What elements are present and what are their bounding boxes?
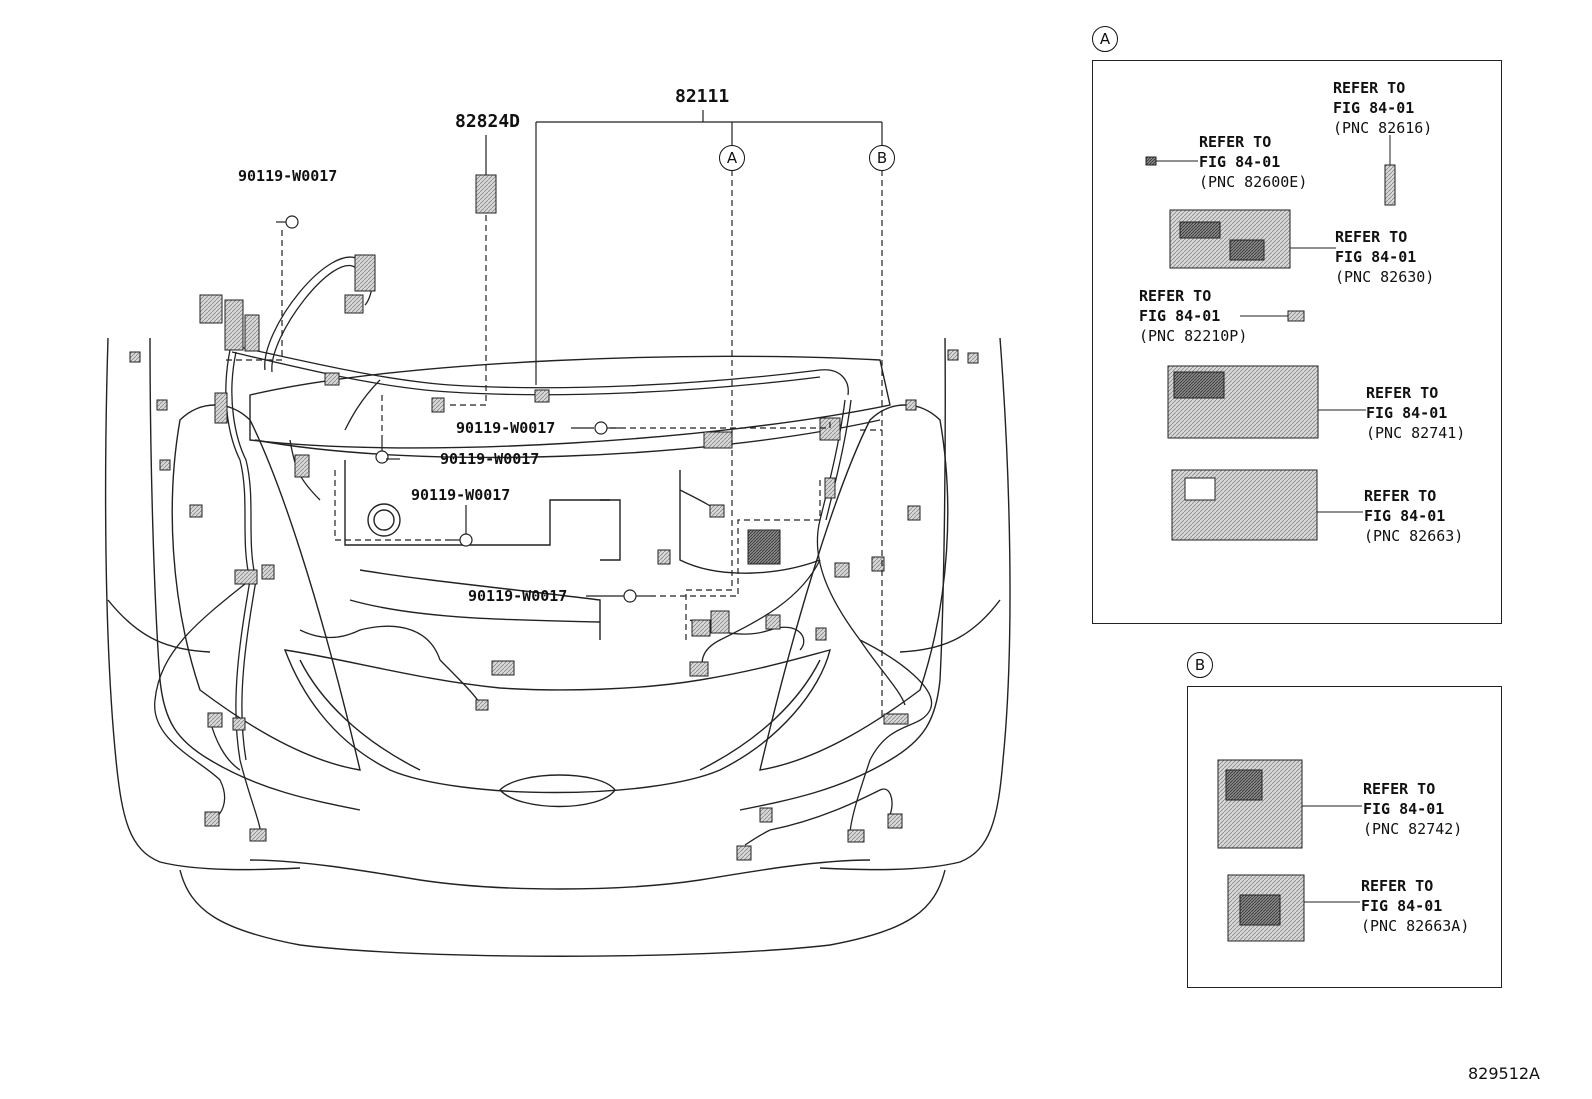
bolt-label: 90119-W0017 <box>440 450 540 468</box>
ref-line1: REFER TO <box>1335 228 1408 246</box>
inset-b-marker: B <box>1187 652 1213 678</box>
ref-pnc: (PNC 82742) <box>1363 820 1463 838</box>
inset-a-ref-82600e: REFER TO FIG 84-01 (PNC 82600E) <box>1199 132 1307 192</box>
bolt-label: 90119-W0017 <box>238 167 338 185</box>
ref-line1: REFER TO <box>1361 877 1434 895</box>
ref-line2: FIG 84-01 <box>1199 153 1281 171</box>
ref-line2: FIG 84-01 <box>1361 897 1443 915</box>
ref-pnc: (PNC 82741) <box>1366 424 1466 442</box>
ref-line1: REFER TO <box>1364 487 1437 505</box>
ref-line1: REFER TO <box>1366 384 1439 402</box>
inset-a-ref-82663: REFER TO FIG 84-01 (PNC 82663) <box>1364 486 1463 546</box>
inset-a-ref-82630: REFER TO FIG 84-01 (PNC 82630) <box>1335 227 1434 287</box>
ref-pnc: (PNC 82616) <box>1333 119 1433 137</box>
ref-line2: FIG 84-01 <box>1335 248 1417 266</box>
ref-pnc: (PNC 82630) <box>1335 268 1435 286</box>
ref-line2: FIG 84-01 <box>1364 507 1446 525</box>
ref-line1: REFER TO <box>1199 133 1272 151</box>
relay-bracket <box>747 529 781 565</box>
inset-a-ref-82210p: REFER TO FIG 84-01 (PNC 82210P) <box>1139 286 1247 346</box>
ref-pnc: (PNC 82663A) <box>1361 917 1470 935</box>
ref-line1: REFER TO <box>1333 79 1406 97</box>
dashed-leader-lines <box>225 170 883 720</box>
vehicle-body-outline <box>104 337 1011 957</box>
inset-b-box <box>1187 686 1502 988</box>
inset-a-ref-82616: REFER TO FIG 84-01 (PNC 82616) <box>1333 78 1432 138</box>
wire-harness <box>154 256 933 846</box>
inset-a-ref-82741: REFER TO FIG 84-01 (PNC 82741) <box>1366 383 1465 443</box>
bolt-label: 90119-W0017 <box>468 587 568 605</box>
relay-block-part-number: 82824D <box>455 111 521 132</box>
ref-pnc: (PNC 82600E) <box>1199 173 1308 191</box>
callout-a-marker: A <box>719 145 745 171</box>
ref-line1: REFER TO <box>1139 287 1212 305</box>
ref-line2: FIG 84-01 <box>1366 404 1448 422</box>
inset-b-ref-82663a: REFER TO FIG 84-01 (PNC 82663A) <box>1361 876 1469 936</box>
inset-a-parts <box>1145 135 1396 541</box>
inset-b-parts <box>1217 759 1362 942</box>
ref-pnc: (PNC 82663) <box>1364 527 1464 545</box>
ref-line1: REFER TO <box>1363 780 1436 798</box>
harness-connectors <box>129 174 979 861</box>
leader-lines <box>386 110 883 597</box>
ref-line2: FIG 84-01 <box>1363 800 1445 818</box>
ref-pnc: (PNC 82210P) <box>1139 327 1248 345</box>
figure-code: 829512A <box>1467 1064 1540 1083</box>
harness-part-number: 82111 <box>675 86 730 107</box>
ref-line2: FIG 84-01 <box>1139 307 1221 325</box>
inset-b-ref-82742: REFER TO FIG 84-01 (PNC 82742) <box>1363 779 1462 839</box>
bolt-icons <box>276 215 650 603</box>
ref-line2: FIG 84-01 <box>1333 99 1415 117</box>
inset-a-box <box>1092 60 1502 624</box>
inset-a-marker: A <box>1092 26 1118 52</box>
bolt-label: 90119-W0017 <box>456 419 556 437</box>
bolt-label: 90119-W0017 <box>411 486 511 504</box>
callout-b-marker: B <box>869 145 895 171</box>
